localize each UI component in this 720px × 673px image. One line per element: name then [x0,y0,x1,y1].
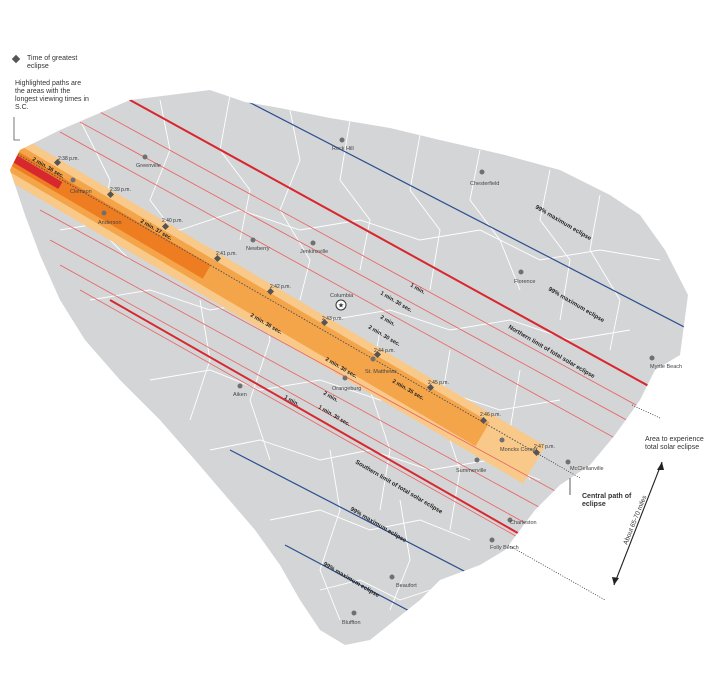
marker-7 [373,350,382,359]
northern-99-line [244,99,688,331]
marker-10 [532,448,541,457]
city-mcclellanville: McClellanville [570,466,604,472]
legend-marker-label: Time of greatest eclipse [27,55,78,70]
marker-1 [53,158,62,167]
time-10: 2:47 p.m. [534,444,555,450]
city-myrtle-beach: Myrtle Beach [650,364,682,370]
city-florence: Florence [514,279,535,285]
time-labels: 2:38 p.m. 2:39 p.m. 2:40 p.m. 2:41 p.m. … [58,156,555,450]
time-4: 2:41 p.m. [216,251,237,257]
city-anderson: Anderson [98,220,122,226]
time-7: 2:44 p.m. [374,348,395,354]
city-rock-hill: Rock Hill [332,146,354,152]
contour-n-3 [79,121,688,461]
city-jenkinsville: Jenkinsville [300,249,328,255]
time-3: 2:40 p.m. [162,218,183,224]
city-clemson: Clemson [70,189,92,195]
time-6: 2:43 p.m. [322,316,343,322]
marker-9 [479,416,488,425]
city-moncks-corner-1: Moncks Corner [500,447,537,453]
marker-3 [161,222,170,231]
city-summerville: Summerville [456,468,486,474]
totality-area-note: Area to experience total solar eclipse [645,436,704,451]
marker-4 [213,254,222,263]
city-bluffton: Bluffton [342,620,361,626]
city-folly-beach: Folly Beach [490,545,519,551]
southern-limit-line [109,299,531,541]
marker-2 [106,190,115,199]
time-8: 2:45 p.m. [428,380,449,386]
city-columbia: Columbia [330,293,354,299]
city-orangeburg: Orangeburg [332,386,361,392]
limit-lines [39,94,688,641]
southern-99-line-2 [284,544,431,623]
columbia-capital-icon: ★ [335,299,347,311]
marker-6 [320,318,329,327]
city-charleston: Charleston [510,520,537,526]
city-labels: Rock Hill Greenville Chesterfield Clemso… [70,146,682,626]
time-9: 2:46 p.m. [480,412,501,418]
city-newberry: Newberry [246,246,270,252]
legend-leader-line [13,117,20,141]
central-path-note: Central path of eclipse [582,493,632,508]
city-aiken: Aiken [233,392,247,398]
time-5: 2:42 p.m. [270,284,291,290]
city-st-matthews: St. Matthews [365,369,397,375]
width-arrow [612,461,664,586]
city-greenville: Greenville [136,163,161,169]
northern-limit-line [129,99,666,396]
greatest-eclipse-markers [53,158,541,457]
marker-5 [266,287,275,296]
legend-highlight-note: Highlighted paths are the areas with the… [15,80,89,111]
contour-n-4 [59,131,688,486]
time-1: 2:38 p.m. [58,156,79,162]
city-beaufort: Beaufort [396,583,417,589]
legend-marker-icon [11,54,21,64]
contour-n-2 [99,111,688,441]
extension-lines [507,404,661,601]
marker-8 [426,383,435,392]
city-dots [70,137,655,616]
svg-text:★: ★ [338,302,344,310]
time-2: 2:39 p.m. [110,187,131,193]
city-chesterfield: Chesterfield [470,181,499,187]
